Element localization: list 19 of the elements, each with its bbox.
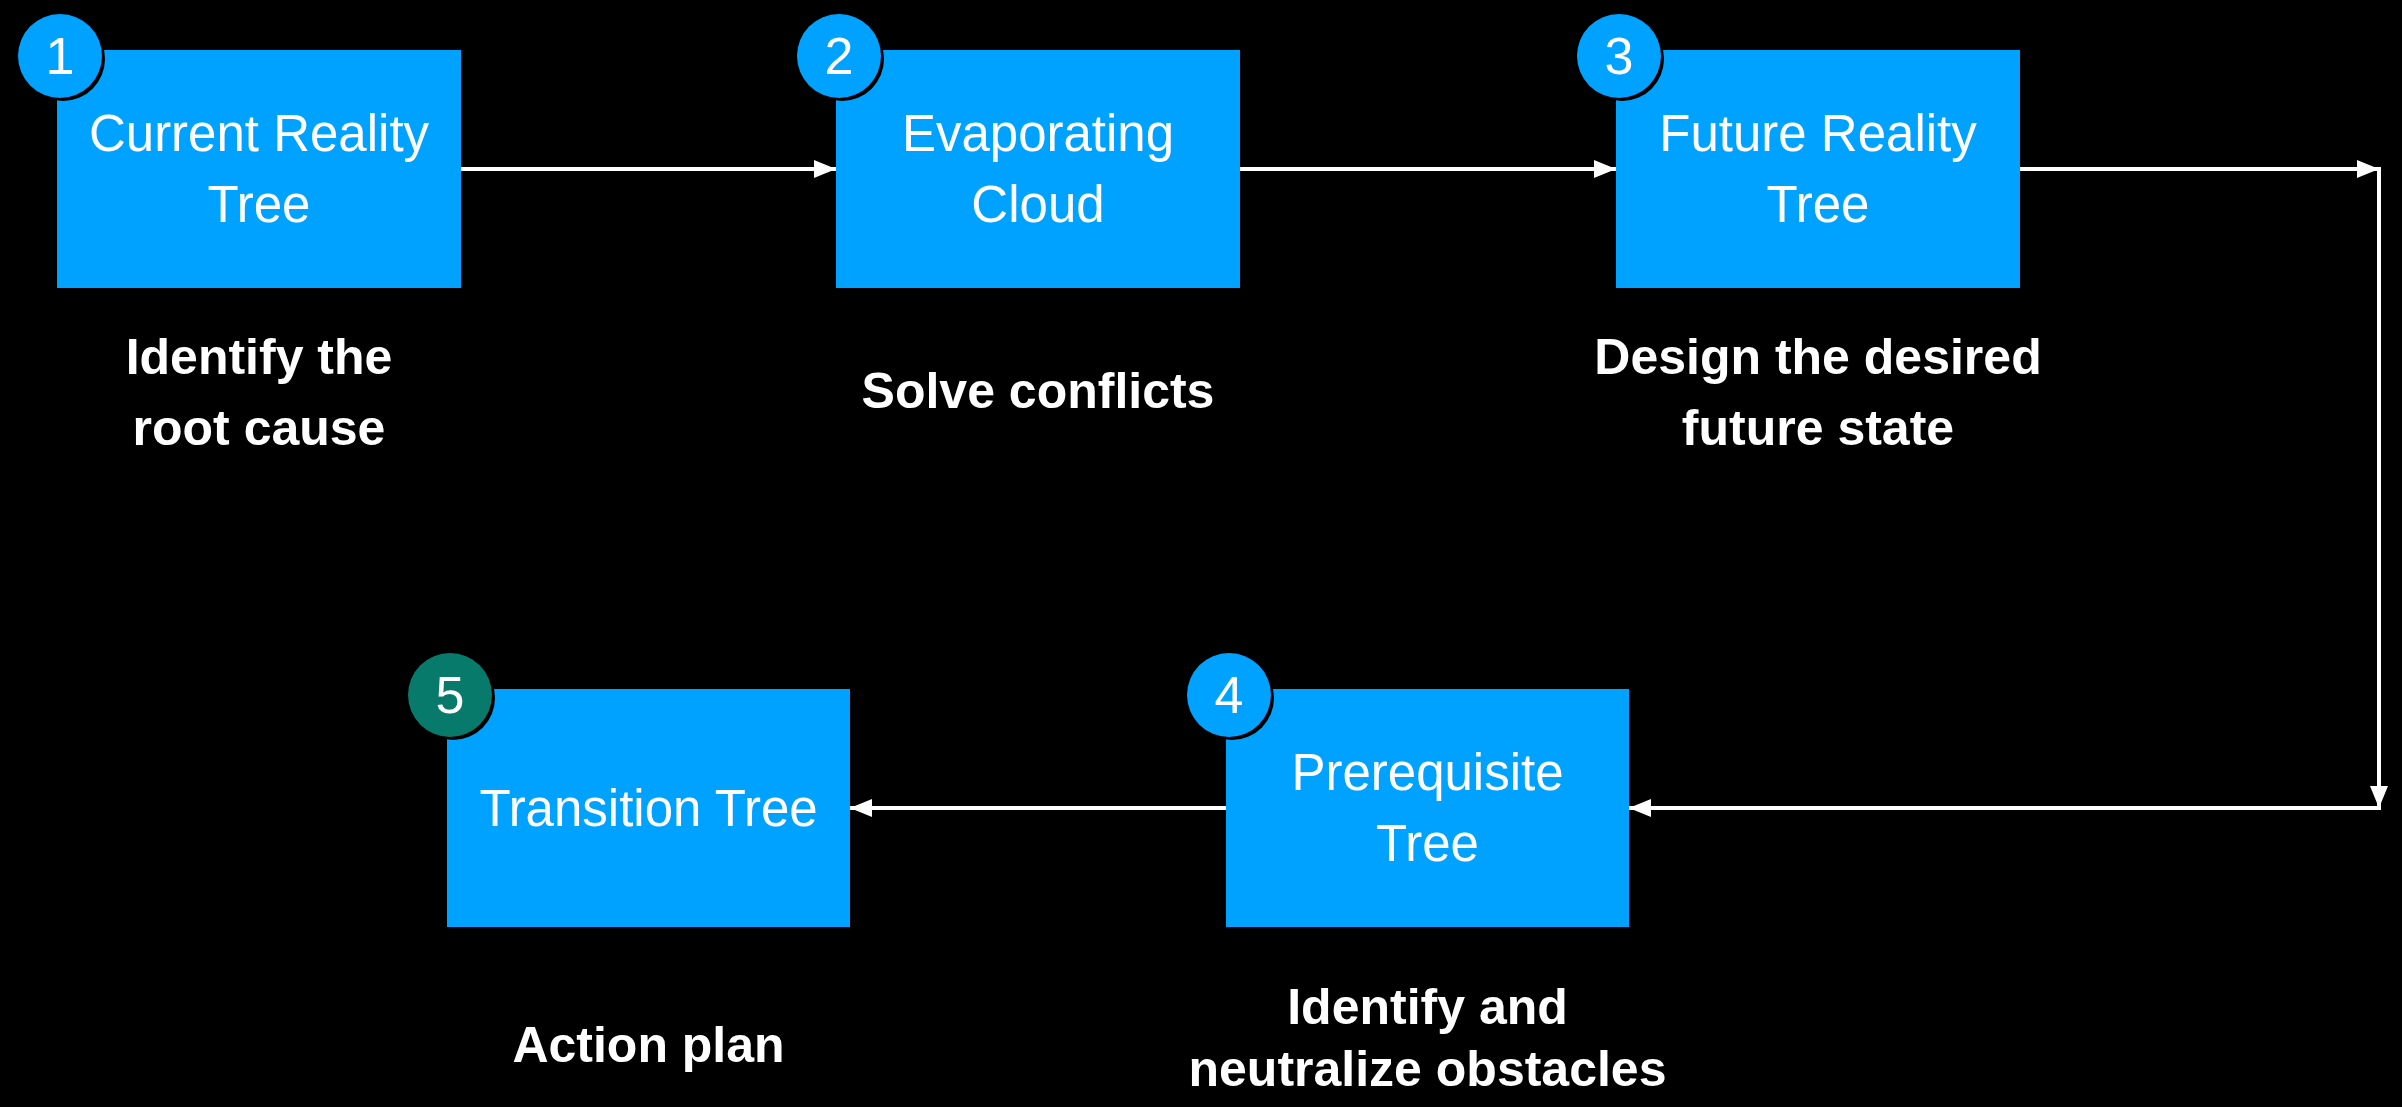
- step-description: Action plan: [511, 1016, 786, 1075]
- box-title: Evaporating Cloud: [900, 104, 1176, 235]
- box-title: Future Reality Tree: [1658, 104, 1978, 235]
- step-number-badge: 1: [18, 14, 102, 98]
- arrow: [850, 799, 1226, 817]
- step-number-badge: 5: [408, 653, 492, 737]
- box-title: Prerequisite Tree: [1290, 743, 1565, 874]
- step-description: Solve conflicts: [860, 362, 1216, 421]
- step-number-badge: 4: [1187, 653, 1271, 737]
- step-number-badge: 2: [797, 14, 881, 98]
- step-description: Identify and neutralize obstacles: [1187, 978, 1668, 1099]
- box-title: Current Reality Tree: [87, 104, 431, 235]
- arrow: [461, 160, 836, 178]
- step-number-badge: 3: [1577, 14, 1661, 98]
- step-description: Identify the root cause: [124, 328, 394, 458]
- step-description: Design the desired future state: [1593, 328, 2043, 458]
- arrow: [1240, 160, 1616, 178]
- box-title: Transition Tree: [479, 778, 818, 839]
- arrow: [1629, 160, 2388, 817]
